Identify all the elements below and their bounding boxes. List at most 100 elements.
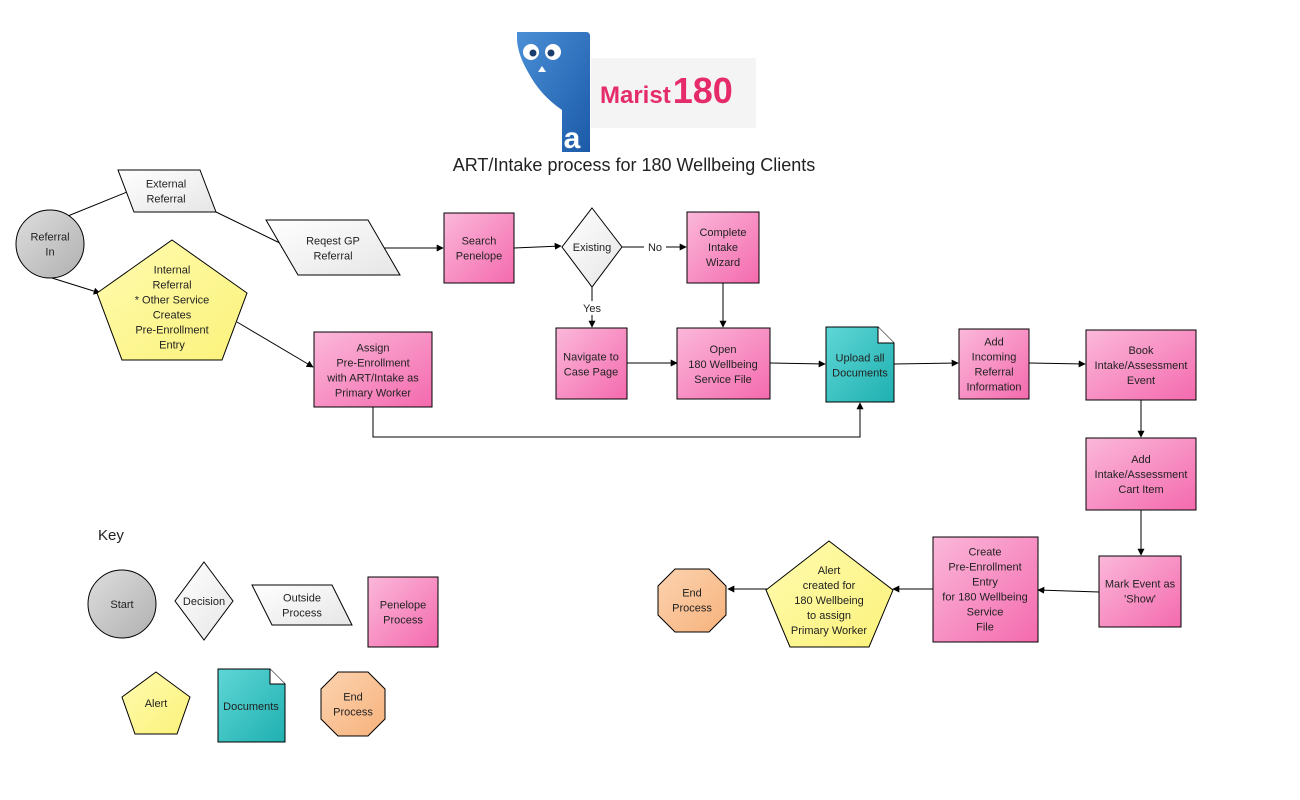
- node-label-line: Service: [967, 607, 1004, 619]
- node-label-line: Primary Worker: [791, 625, 868, 637]
- node-label-line: Process: [333, 707, 373, 719]
- node-label-line: Documents: [223, 701, 279, 713]
- node-label-line: Primary Worker: [335, 388, 412, 400]
- node-label-line: Existing: [573, 242, 612, 254]
- node-label: Decision: [183, 596, 225, 608]
- edge-search-to-existing: [513, 242, 562, 250]
- node-label-line: Event: [1127, 375, 1155, 387]
- node-label: Alert: [145, 698, 168, 710]
- node-label-line: Open: [710, 344, 737, 356]
- edge-upload-to-add: [893, 359, 959, 367]
- node-label-line: Intake/Assessment: [1095, 469, 1188, 481]
- edge-open-to-upload: [769, 360, 826, 368]
- node-label: Navigate to Case Page: [563, 352, 619, 379]
- edge-referral-to-external: [57, 189, 133, 221]
- node-label: Mark Event as 'Show': [1105, 579, 1176, 606]
- node-label-line: * Other Service: [135, 295, 210, 307]
- node-label-line: Information: [966, 382, 1021, 394]
- node-label-line: Start: [110, 599, 133, 611]
- node-mark-event-show: Mark Event as 'Show': [1098, 555, 1182, 628]
- edge-add-to-book: [1028, 360, 1086, 368]
- node-label-line: Creates: [153, 310, 192, 322]
- organisation-logo: a Marist180: [517, 32, 756, 155]
- node-label-line: Referral: [974, 367, 1013, 379]
- brand-logo-name: Marist180: [600, 70, 733, 111]
- node-label-line: Upload all: [836, 353, 885, 365]
- node-label-line: Process: [672, 603, 712, 615]
- node-label-line: End: [682, 588, 702, 600]
- node-label-line: with ART/Intake as: [326, 373, 419, 385]
- key-documents: Documents: [217, 668, 286, 743]
- node-label-line: Complete: [699, 227, 746, 239]
- edge-label-no: No: [648, 242, 662, 254]
- node-navigate-case-page: Navigate to Case Page: [555, 327, 628, 400]
- node-label-line: Decision: [183, 596, 225, 608]
- node-label: Start: [110, 599, 133, 611]
- edge-internal-to-assign: [236, 321, 314, 368]
- node-label-line: Internal: [154, 265, 191, 277]
- node-label-line: Reqest GP: [306, 236, 360, 248]
- node-label-line: Mark Event as: [1105, 579, 1176, 591]
- node-label-line: Book: [1128, 345, 1154, 357]
- node-label: Documents: [223, 701, 279, 713]
- node-label-line: External: [146, 179, 186, 191]
- node-label-line: Intake/Assessment: [1095, 360, 1188, 372]
- edge-external-to-gp: [215, 211, 289, 248]
- edge-assign-to-upload: [372, 402, 864, 438]
- key-alert: Alert: [121, 671, 191, 735]
- node-label-line: Referral: [146, 194, 185, 206]
- node-label-line: Entry: [159, 340, 185, 352]
- key-start: Start: [87, 569, 157, 639]
- page-title: ART/Intake process for 180 Wellbeing Cli…: [453, 155, 816, 175]
- node-label-line: to assign: [807, 610, 851, 622]
- node-label-line: 180 Wellbeing: [794, 595, 864, 607]
- node-label-line: created for: [803, 580, 856, 592]
- node-label-line: Case Page: [564, 367, 618, 379]
- node-label-line: In: [45, 247, 54, 259]
- node-label-line: Cart Item: [1118, 484, 1163, 496]
- connector-lines: [51, 189, 1145, 594]
- node-label: Reqest GP Referral: [306, 236, 360, 263]
- node-label-line: Alert: [145, 698, 168, 710]
- node-label-line: Create: [968, 547, 1001, 559]
- node-label-line: Referral: [313, 251, 352, 263]
- node-request-gp-referral: Reqest GP Referral: [265, 219, 401, 276]
- node-label-line: File: [976, 622, 994, 634]
- key-heading: Key: [98, 527, 124, 544]
- node-label-line: 'Show': [1124, 594, 1156, 606]
- logo-mark-letter: a: [564, 122, 581, 155]
- node-label-line: for 180 Wellbeing: [942, 592, 1027, 604]
- node-label-line: Search: [462, 236, 497, 248]
- node-label-line: Navigate to: [563, 352, 619, 364]
- node-label-line: Service File: [694, 374, 751, 386]
- edge-label-yes: Yes: [583, 303, 601, 315]
- node-label-line: Referral: [152, 280, 191, 292]
- node-label-line: Entry: [972, 577, 998, 589]
